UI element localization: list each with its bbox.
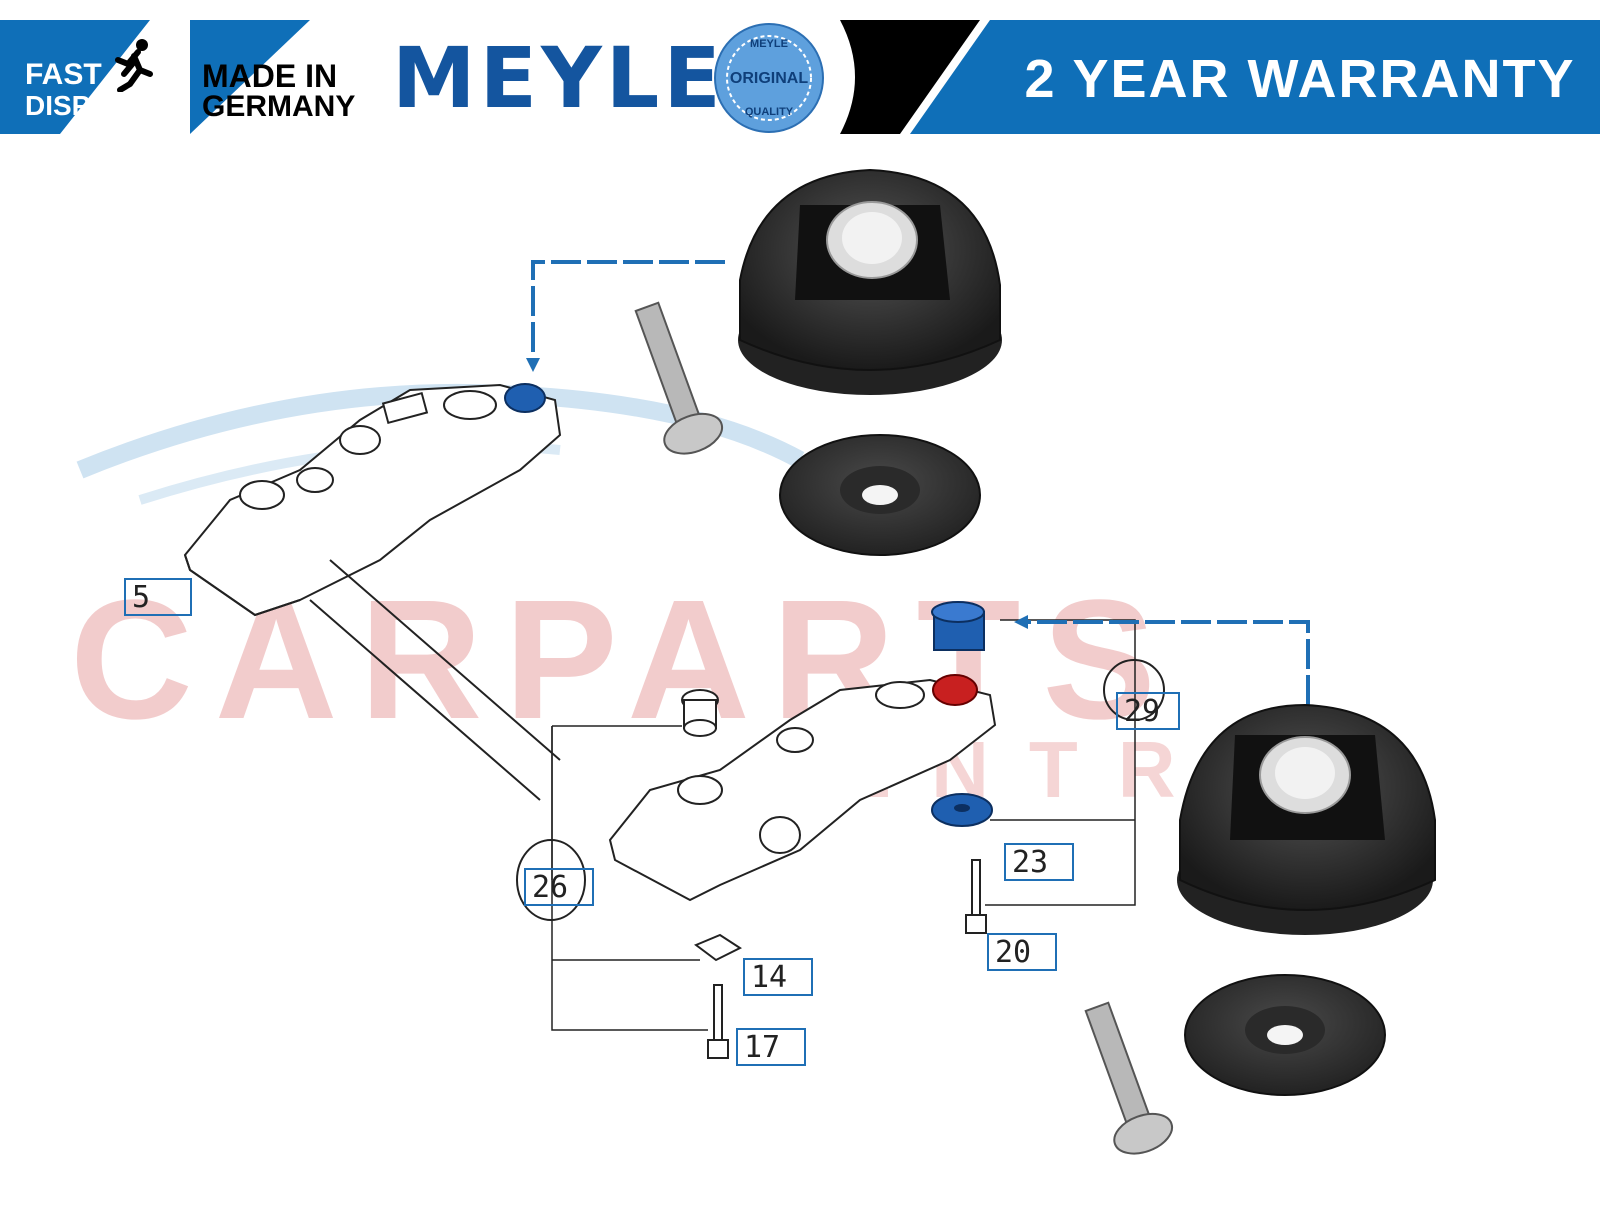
fast-dispatch-shape <box>60 20 190 134</box>
callout-23[interactable]: 23 <box>1004 843 1074 881</box>
fast-label: FAST <box>25 58 102 91</box>
washer-bottom <box>1184 974 1386 1096</box>
circle-29 <box>1103 659 1165 721</box>
small-bush-26 <box>681 689 719 737</box>
top-banner: FAST DISPATCH MADE IN GERMANY MEYLE MEYL… <box>0 0 1600 145</box>
bolt-top <box>634 301 724 455</box>
callout-17[interactable]: 17 <box>736 1028 806 1066</box>
callout-5[interactable]: 5 <box>124 578 192 616</box>
upper-control-arm <box>183 383 562 617</box>
rubber-bush-top <box>738 168 1002 395</box>
seal-bottom-text: QUALITY <box>744 106 794 118</box>
red-bush <box>932 674 978 706</box>
made-in-germany-badge: MADE IN GERMANY <box>190 20 360 134</box>
bolt-20 <box>965 859 987 934</box>
bolt-17 <box>707 984 729 1059</box>
running-man-icon <box>115 39 153 92</box>
blue-bush-29 <box>931 601 985 651</box>
exploded-parts-diagram <box>76 168 1436 1155</box>
arrow-head-left <box>1014 615 1028 629</box>
washer-top <box>779 434 981 556</box>
callout-29[interactable]: 29 <box>1116 692 1180 730</box>
callout-20[interactable]: 20 <box>987 933 1057 971</box>
arrow-head-down <box>526 358 540 372</box>
made-in-germany-shape <box>190 20 310 134</box>
callout-14[interactable]: 14 <box>743 958 813 996</box>
circle-26 <box>516 839 586 921</box>
fast-dispatch-badge: FAST DISPATCH <box>0 20 190 134</box>
blue-washer-23 <box>931 793 993 827</box>
seal-circle-icon <box>714 23 824 133</box>
callout-26[interactable]: 26 <box>524 868 594 906</box>
seal-top-text: MEYLE <box>750 38 788 50</box>
original-quality-seal: MEYLE ORIGINAL QUALITY <box>713 22 825 134</box>
blue-arrows <box>531 260 1310 705</box>
blue-bush-top <box>504 383 546 413</box>
warranty-banner-shape <box>840 20 1600 134</box>
leader-lines <box>551 619 1136 1031</box>
cross-member <box>309 559 561 801</box>
nut-14 <box>694 933 743 962</box>
germany-label: GERMANY <box>202 90 356 123</box>
rubber-bush-bottom <box>1177 703 1436 935</box>
lower-control-arm <box>608 678 997 902</box>
warranty-text: 2 YEAR WARRANTY <box>1024 49 1576 109</box>
brand-logo: MEYLE <box>392 29 725 127</box>
bolt-bottom <box>1084 1001 1174 1155</box>
dispatch-label: DISPATCH <box>25 90 164 121</box>
made-in-label: MADE IN <box>202 58 338 94</box>
seal-middle-text: ORIGINAL <box>729 70 809 87</box>
